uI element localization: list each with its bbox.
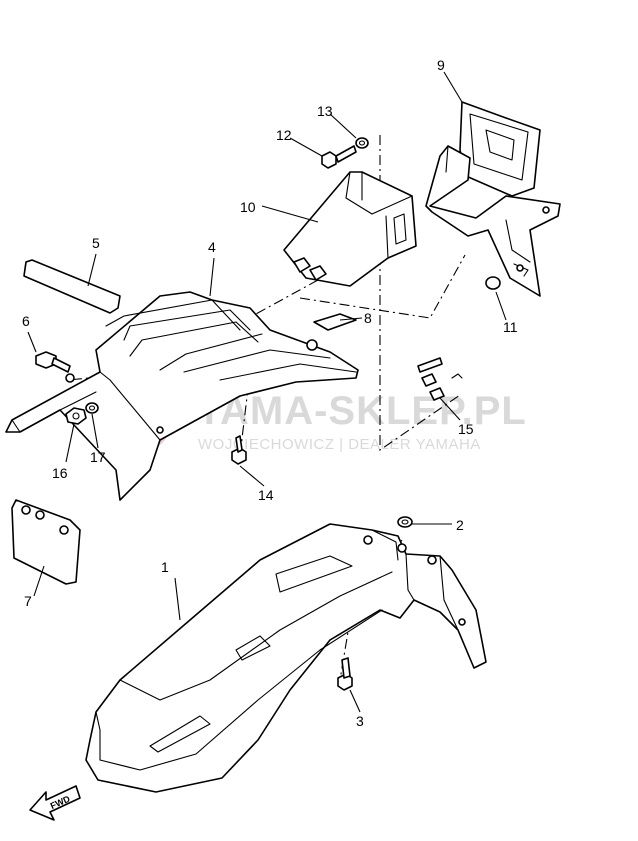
callout-5: 5 (92, 235, 100, 251)
part-13-washer (355, 137, 369, 149)
callout-16: 16 (52, 465, 68, 481)
part-7-side-plate (11, 499, 81, 585)
callout-15: 15 (458, 421, 474, 437)
callout-12: 12 (276, 127, 292, 143)
callout-6: 6 (22, 313, 30, 329)
callout-14: 14 (258, 487, 274, 503)
part-12-bolt (321, 145, 357, 169)
part-10-bracket (283, 171, 417, 287)
watermark-subline: WOJCIECHOWICZ | DEALER YAMAHA (198, 436, 481, 453)
part-6-bolt (35, 351, 71, 373)
callout-9: 9 (437, 57, 445, 73)
part-16-nut (65, 407, 87, 425)
part-1-front-fender (85, 523, 487, 793)
fwd-label: FWD (49, 793, 72, 811)
part-9-plate-bracket (425, 101, 561, 297)
part-11-grommet (485, 276, 501, 290)
callout-3: 3 (356, 713, 364, 729)
callout-numbers: 1 2 3 4 5 6 7 8 9 10 11 12 13 14 15 16 1… (22, 57, 518, 729)
callout-leaders (27, 71, 507, 713)
part-8-label (313, 313, 357, 331)
part-2-washer (397, 516, 413, 528)
fwd-arrow-icon: FWD (29, 785, 81, 821)
part-4-rear-fender (5, 291, 359, 501)
part-5-pad (23, 259, 121, 314)
callout-17: 17 (90, 449, 106, 465)
callout-13: 13 (317, 103, 333, 119)
callout-1: 1 (161, 559, 169, 575)
part-3-bolt (337, 657, 353, 691)
part-17-washer (85, 402, 99, 414)
callout-11: 11 (503, 319, 518, 335)
part-14-bolt (231, 435, 247, 465)
callout-10: 10 (240, 199, 256, 215)
watermark-brand: YAMA-SKLEP.PL (196, 389, 527, 433)
part-15-fastener (417, 357, 463, 401)
callout-8: 8 (364, 310, 372, 326)
callout-2: 2 (456, 517, 464, 533)
callout-7: 7 (24, 593, 32, 609)
callout-4: 4 (208, 239, 216, 255)
